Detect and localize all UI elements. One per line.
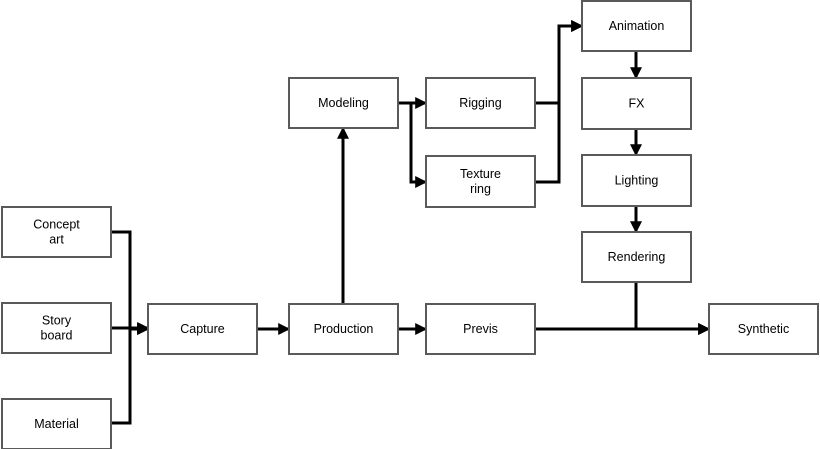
node-label-concept-art: art bbox=[49, 233, 64, 247]
node-rendering: Rendering bbox=[581, 231, 692, 283]
node-box-concept-art bbox=[1, 206, 112, 258]
node-previs: Previs bbox=[425, 303, 536, 355]
node-fx: FX bbox=[581, 77, 692, 130]
node-box-fx bbox=[581, 77, 692, 130]
node-label-capture: Capture bbox=[180, 322, 225, 336]
node-label-concept-art: Concept bbox=[33, 218, 80, 232]
edge-concept-art-to-capture bbox=[111, 230, 150, 335]
node-lighting: Lighting bbox=[581, 154, 692, 207]
node-box-story-board bbox=[1, 302, 112, 354]
node-label-texture-ring: Texture bbox=[460, 167, 501, 181]
node-label-synthetic: Synthetic bbox=[738, 322, 789, 336]
node-box-synthetic bbox=[708, 303, 819, 355]
edge-rendering-to-synthetic bbox=[634, 282, 711, 335]
node-label-animation: Animation bbox=[609, 19, 665, 33]
node-box-animation bbox=[581, 0, 692, 52]
node-animation: Animation bbox=[581, 0, 692, 52]
node-label-story-board: Story bbox=[42, 314, 72, 328]
node-box-modeling bbox=[288, 77, 399, 129]
node-label-story-board: board bbox=[41, 329, 73, 343]
node-rigging: Rigging bbox=[425, 77, 536, 129]
node-material: Material bbox=[1, 398, 112, 449]
node-box-material bbox=[1, 398, 112, 449]
node-label-texture-ring: ring bbox=[470, 182, 491, 196]
node-box-previs bbox=[425, 303, 536, 355]
node-label-rendering: Rendering bbox=[608, 250, 666, 264]
node-synthetic: Synthetic bbox=[708, 303, 819, 355]
node-box-texture-ring bbox=[425, 155, 536, 208]
node-box-rendering bbox=[581, 231, 692, 283]
node-label-production: Production bbox=[314, 322, 374, 336]
node-label-material: Material bbox=[34, 417, 78, 431]
node-box-capture bbox=[147, 303, 258, 355]
node-label-lighting: Lighting bbox=[615, 174, 659, 188]
node-production: Production bbox=[288, 303, 399, 355]
node-box-rigging bbox=[425, 77, 536, 129]
node-label-modeling: Modeling bbox=[318, 96, 369, 110]
node-capture: Capture bbox=[147, 303, 258, 355]
edge-material-to-capture bbox=[111, 323, 150, 425]
edges-layer bbox=[111, 20, 711, 425]
node-label-rigging: Rigging bbox=[459, 96, 501, 110]
node-label-previs: Previs bbox=[463, 322, 498, 336]
node-label-fx: FX bbox=[629, 97, 646, 111]
edge-modeling-to-texture-ring bbox=[398, 101, 428, 188]
node-box-lighting bbox=[581, 154, 692, 207]
node-modeling: Modeling bbox=[288, 77, 399, 129]
edge-texture-ring-to-animation bbox=[535, 20, 584, 184]
node-box-production bbox=[288, 303, 399, 355]
